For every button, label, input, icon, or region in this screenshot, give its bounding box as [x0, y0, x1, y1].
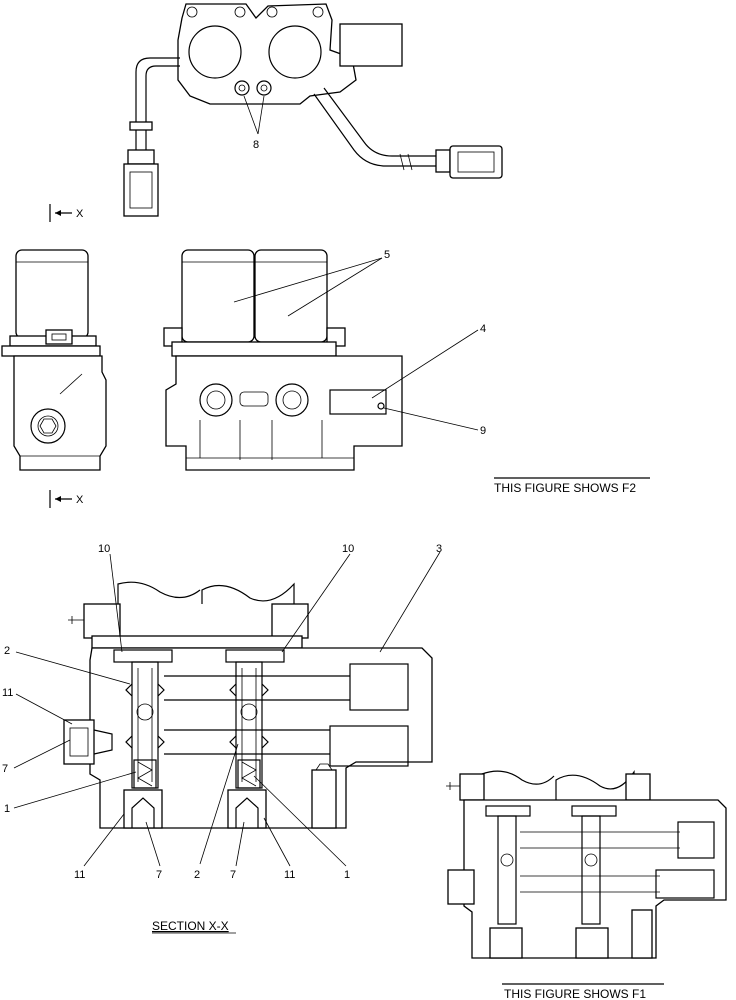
caption-f1: THIS FIGURE SHOWS F1 [504, 987, 646, 1000]
callout-11-bottom-left: 11 [74, 869, 85, 881]
section-view: 10 10 3 2 11 7 1 11 7 2 7 11 1 [2, 543, 442, 881]
callout-3: 3 [436, 543, 442, 555]
caption-section: SECTION X-X [152, 919, 229, 933]
f1-view [446, 770, 727, 959]
callout-2-left: 2 [4, 645, 10, 657]
callout-11-bottom-right: 11 [284, 869, 295, 881]
callout-10-right: 10 [342, 543, 354, 555]
callout-7-left: 7 [2, 763, 8, 775]
callout-5: 5 [384, 249, 390, 261]
side-view [1, 249, 107, 471]
section-marker-top: X [49, 204, 84, 222]
callout-4: 4 [480, 323, 486, 335]
callout-9: 9 [480, 425, 486, 437]
section-marker-label-top: X [76, 208, 84, 220]
callout-7-bottom-left: 7 [156, 869, 162, 881]
callout-11-left: 11 [2, 687, 13, 699]
section-marker-bottom: X [49, 490, 84, 508]
top-view: 8 [123, 3, 503, 217]
front-view: 5 4 9 [163, 249, 486, 471]
callout-2-bottom: 2 [194, 869, 200, 881]
callout-7-bottom: 7 [230, 869, 236, 881]
section-marker-label-bottom: X [76, 494, 84, 506]
callout-10-left: 10 [98, 543, 110, 555]
callout-1-left: 1 [4, 803, 10, 815]
callout-8: 8 [253, 139, 259, 151]
callout-1-bottom: 1 [344, 869, 350, 881]
caption-f2: THIS FIGURE SHOWS F2 [494, 481, 636, 495]
